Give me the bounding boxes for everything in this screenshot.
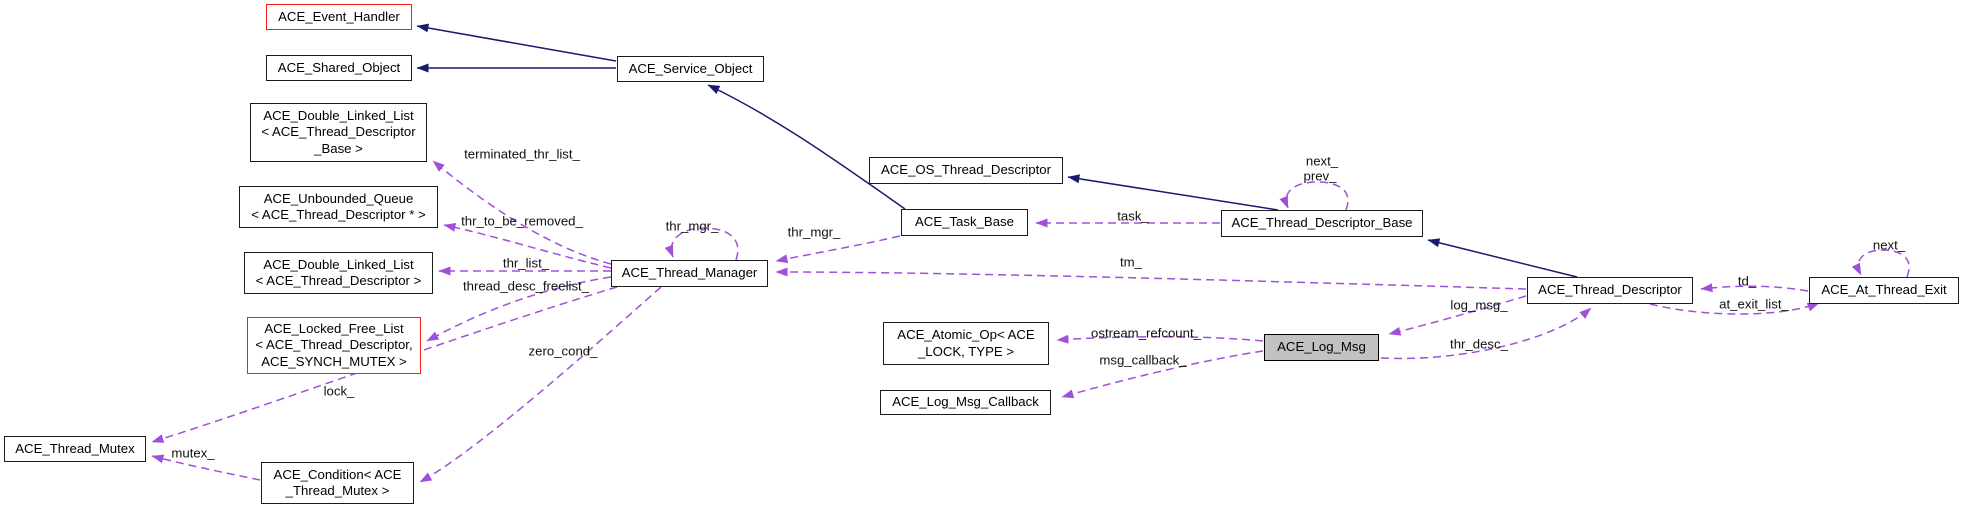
edge-usage-zero-cond: [419, 286, 662, 483]
class-label: ACE_Thread_Mutex: [15, 440, 135, 456]
class-label: < ACE_Thread_Descriptor: [261, 124, 416, 140]
edge-label-zero-cond: zero_cond_: [528, 343, 598, 359]
class-label: ACE_Unbounded_Queue: [263, 190, 414, 206]
class-label: ACE_Thread_Descriptor_Base: [1231, 215, 1413, 231]
edge-usage-thr-mgr-from-task-base: [775, 235, 901, 264]
class-label: ACE_Thread_Manager: [621, 265, 758, 281]
edge-usage-mutex: [151, 454, 261, 481]
edge-label-task: task_: [1117, 208, 1149, 224]
class-label: ACE_Shared_Object: [277, 59, 401, 75]
class-box-ace-thread-descriptor[interactable]: ACE_Thread_Descriptor: [1527, 277, 1693, 304]
edge-usage-tm: [775, 267, 1527, 290]
class-box-ace-atomic-op[interactable]: ACE_Atomic_Op< ACE _LOCK, TYPE >: [883, 322, 1049, 365]
edge-label-ostream-refcount: ostream_refcount_: [1091, 325, 1201, 341]
edge-label-at-exit-list: at_exit_list_: [1719, 296, 1789, 312]
edge-inheritance-thread-descriptor-to-tdb: [1427, 238, 1578, 278]
edge-label-ate-next: next_: [1872, 237, 1906, 253]
class-box-ace-event-handler[interactable]: ACE_Event_Handler: [266, 4, 412, 30]
edge-usage-thr-desc: [1380, 307, 1592, 360]
class-label: ACE_Service_Object: [628, 60, 753, 76]
edge-label-td: td_: [1737, 273, 1757, 289]
edge-inheritance-task-base-to-service-object: [707, 84, 906, 210]
edge-label-thr-mgr-self: thr_mgr_: [665, 218, 719, 234]
edge-label-lock: lock_: [323, 383, 355, 399]
edge-label-tdb-next: next_: [1305, 153, 1339, 169]
class-box-ace-thread-mutex[interactable]: ACE_Thread_Mutex: [4, 436, 146, 462]
edge-usage-tdb-self-loop: [1279, 181, 1349, 211]
edge-label-thr-list: thr_list_: [502, 255, 550, 271]
class-box-ace-double-linked-list-base[interactable]: ACE_Double_Linked_List < ACE_Thread_Desc…: [250, 103, 427, 162]
edge-label-thr-mgr-task: thr_mgr_: [787, 224, 841, 240]
class-label: ACE_Condition< ACE: [273, 466, 402, 482]
edge-usage-terminated-thr-list: [432, 160, 612, 265]
class-label: ACE_Locked_Free_List: [264, 320, 404, 336]
class-box-ace-condition[interactable]: ACE_Condition< ACE _Thread_Mutex >: [261, 462, 414, 504]
edge-usage-msg-callback: [1061, 350, 1264, 399]
class-box-ace-log-msg: ACE_Log_Msg: [1264, 334, 1379, 361]
edge-label-thr-to-be-removed: thr_to_be_removed_: [461, 213, 583, 229]
class-box-ace-thread-descriptor-base[interactable]: ACE_Thread_Descriptor_Base: [1221, 210, 1423, 237]
edge-label-thread-desc-freelist: thread_desc_freelist_: [462, 278, 590, 294]
edge-usage-td: [1700, 283, 1809, 293]
class-label: ACE_At_Thread_Exit: [1821, 282, 1947, 298]
edge-usage-ostream-refcount: [1056, 334, 1264, 344]
edge-inheritance-tdb-to-os-thread-descriptor: [1067, 174, 1279, 211]
class-label: ACE_Double_Linked_List: [263, 256, 414, 272]
edge-label-tdb-prev: prev_: [1303, 168, 1337, 184]
class-label: ACE_Log_Msg: [1277, 339, 1366, 355]
edge-usage-thread-desc-freelist: [426, 276, 612, 342]
edge-label-tm: tm_: [1120, 254, 1142, 270]
class-box-ace-task-base[interactable]: ACE_Task_Base: [901, 209, 1028, 236]
edge-usage-log-msg: [1388, 295, 1527, 336]
class-label: ACE_Thread_Descriptor: [1538, 282, 1682, 298]
class-label: < ACE_Thread_Descriptor,: [255, 337, 413, 353]
class-label: ACE_Event_Handler: [278, 8, 400, 24]
class-label: < ACE_Thread_Descriptor >: [255, 273, 422, 288]
class-label: ACE_Task_Base: [915, 214, 1014, 230]
class-box-ace-unbounded-queue[interactable]: ACE_Unbounded_Queue < ACE_Thread_Descrip…: [239, 186, 438, 228]
edge-label-mutex: mutex_: [171, 445, 215, 461]
class-label: ACE_Log_Msg_Callback: [892, 394, 1039, 410]
edge-usage-at-exit-list: [1649, 302, 1820, 315]
edge-label-log-msg: log_msg_: [1450, 297, 1508, 313]
class-label: _Base >: [314, 140, 363, 156]
class-label: ACE_Double_Linked_List: [263, 107, 414, 123]
edge-label-terminated-thr-list: terminated_thr_list_: [464, 146, 580, 162]
class-box-ace-thread-manager[interactable]: ACE_Thread_Manager: [611, 260, 768, 287]
class-box-ace-shared-object[interactable]: ACE_Shared_Object: [266, 55, 412, 81]
edge-usage-lock: [151, 286, 618, 443]
class-box-ace-os-thread-descriptor[interactable]: ACE_OS_Thread_Descriptor: [869, 157, 1063, 184]
class-label: < ACE_Thread_Descriptor * >: [251, 207, 426, 222]
class-box-ace-service-object[interactable]: ACE_Service_Object: [617, 56, 764, 82]
edge-label-msg-callback: msg_callback_: [1099, 352, 1187, 368]
edge-inheritance-service-object-to-event-handler: [416, 23, 617, 62]
class-label: ACE_OS_Thread_Descriptor: [880, 162, 1052, 178]
edge-usage-ate-self-loop: [1851, 249, 1910, 278]
class-label: _Thread_Mutex >: [285, 483, 390, 498]
class-box-ace-double-linked-list[interactable]: ACE_Double_Linked_List < ACE_Thread_Desc…: [244, 252, 433, 294]
class-box-ace-log-msg-callback[interactable]: ACE_Log_Msg_Callback: [880, 390, 1051, 415]
class-label: ACE_Atomic_Op< ACE: [897, 327, 1035, 342]
edge-usage-thr-mgr-self-loop: [664, 227, 739, 261]
edge-label-thr-desc: thr_desc_: [1450, 336, 1508, 352]
class-box-ace-locked-free-list[interactable]: ACE_Locked_Free_List < ACE_Thread_Descri…: [247, 317, 421, 374]
class-label: _LOCK, TYPE >: [917, 343, 1015, 359]
class-box-ace-at-thread-exit[interactable]: ACE_At_Thread_Exit: [1809, 277, 1959, 304]
class-label: ACE_SYNCH_MUTEX >: [261, 353, 407, 369]
